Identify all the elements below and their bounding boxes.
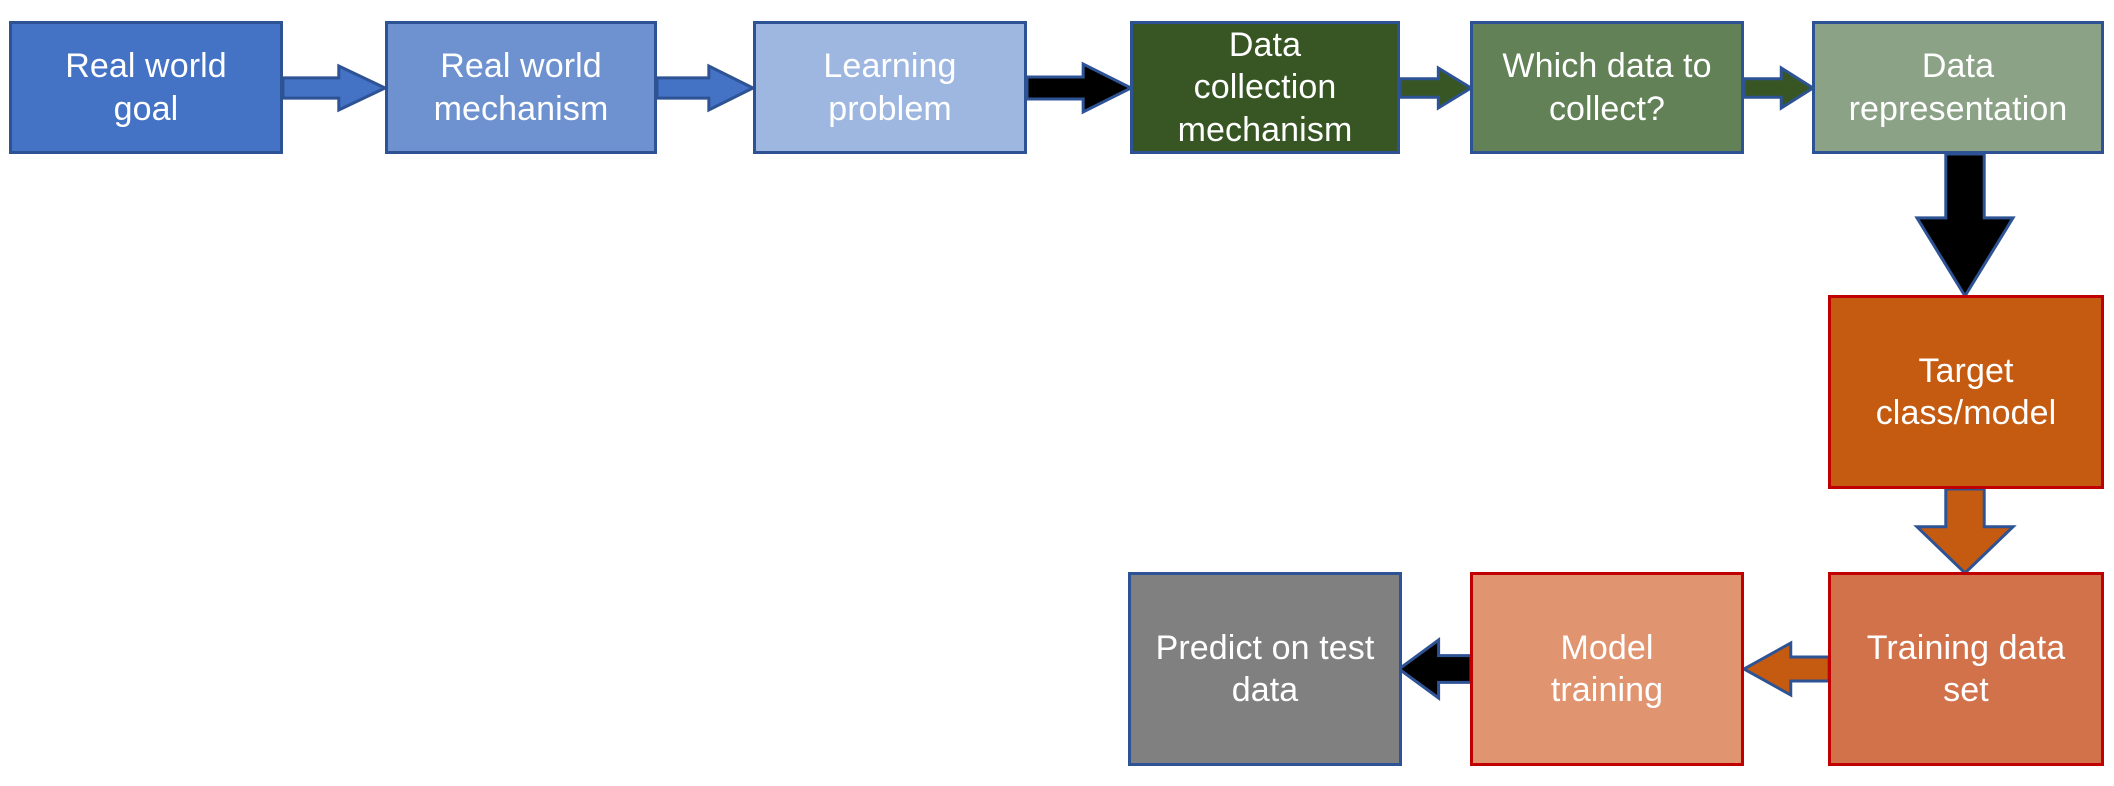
node-label-line: Real world: [440, 47, 602, 86]
node-label-line: training: [1550, 671, 1664, 709]
arrow-collection-to-which: [1398, 65, 1474, 111]
node-label-line: Learning: [823, 47, 957, 86]
node-label-line: data: [1231, 671, 1299, 709]
node-predict-on-test-data[interactable]: Predict on test data: [1128, 572, 1402, 766]
node-label-line: representation: [1848, 89, 2068, 128]
node-label-line: goal: [113, 89, 179, 128]
node-label: Target class/model: [1841, 350, 2091, 434]
arrow-which-to-representation: [1742, 65, 1816, 111]
node-label-line: Target: [1918, 351, 2014, 390]
arrow-model-training-to-predict: [1396, 637, 1473, 701]
node-label-line: Data: [1228, 26, 1302, 65]
node-label-line: Data: [1921, 47, 1995, 86]
arrow-mechanism-to-learning: [655, 63, 757, 113]
node-label-line: Model: [1560, 628, 1654, 667]
arrow-learning-to-collection: [1025, 61, 1135, 115]
node-label-line: Which data to: [1502, 47, 1712, 86]
node-label-line: problem: [828, 89, 952, 128]
arrow-training-data-to-model-training: [1740, 640, 1831, 698]
node-label: Training data set: [1841, 627, 2091, 711]
arrow-representation-to-target: [1914, 152, 2016, 299]
node-training-data-set[interactable]: Training data set: [1828, 572, 2104, 766]
node-label-line: Predict on test: [1155, 628, 1375, 667]
node-label-line: collection: [1193, 68, 1337, 107]
arrow-goal-to-mechanism: [281, 63, 389, 113]
node-label: Predict on test data: [1141, 627, 1389, 711]
arrow-target-to-training-data: [1913, 487, 2017, 576]
node-label-line: class/model: [1875, 394, 2057, 432]
node-label-line: set: [1943, 671, 1989, 709]
node-label-line: Real world: [65, 47, 227, 86]
node-target-class-model[interactable]: Target class/model: [1828, 295, 2104, 489]
node-model-training[interactable]: Model training: [1470, 572, 1744, 766]
node-label-line: Training data: [1866, 628, 2066, 667]
node-label: Model training: [1483, 627, 1731, 711]
node-label-line: mechanism: [433, 89, 609, 128]
node-label-line: collect?: [1548, 89, 1666, 128]
node-label-line: mechanism: [1177, 110, 1353, 149]
